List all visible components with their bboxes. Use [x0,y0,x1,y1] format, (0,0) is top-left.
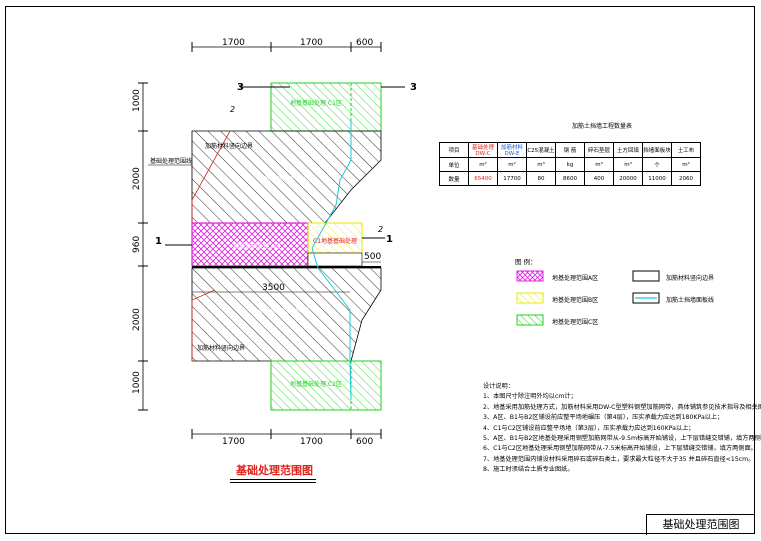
table-cell: 个 [642,157,672,172]
design-notes: 设计说明： 1、本图尺寸除注明外均以cm计； 2、地基采用加筋处理方式，加筋材料… [483,382,761,476]
boundary-line-top [191,130,231,223]
section-3-right: 3 [410,82,417,93]
note-line: 4、C1与C2区铺设前应整平场地（第3层），压实承载力应达到160KPa以上； [483,424,695,432]
section-1-left: 1 [155,236,162,247]
top-dimension: 1700 1700 600 [191,38,382,52]
table-cell: m³ [613,157,643,172]
dim-500: 500 [364,252,381,262]
table-cell: 17700 [497,171,527,186]
zone-b1-label: 地基基础处理 B1区 [258,175,310,183]
table-row: 数量 65400 17700 80 8600 400 20000 11000 2… [439,171,701,186]
note-top-left: 加筋材料竖向边界 [205,142,253,150]
table-cell: kg [555,157,585,172]
note-bottom-left: 加筋材料竖向边界 [197,344,245,352]
zone-c1-label: 地基基础处理 C1区 [290,99,342,107]
table-cell: 8600 [555,171,585,186]
table-cell: m² [497,157,527,172]
dim-top-1: 1700 [222,38,245,48]
dim-bottom-2: 1700 [300,437,323,447]
note-line: 1、本图尺寸除注明外均以cm计； [483,393,577,401]
note-line: 6、C1与C2区地基处理采用钢塑加筋网带从-7.5米标高开始铺设，上下层错缝交错… [483,445,757,453]
dim-left-2: 2000 [132,167,142,190]
section-marks: 3 3 1 1 2 2 [155,82,417,247]
table-row: 单位 m² m² m³ kg m³ m³ 个 m² [439,157,701,172]
table-cell: 单位 [439,157,469,172]
zone-c2-label: 地基基础处理 C2区 [290,380,342,388]
legend-label-b: 地基处理范围B区 [552,297,599,304]
table-cell: 土工布 [671,142,701,158]
table-cell: m² [671,157,701,172]
zone-b2-label: 地基基础处理 B2区 [258,306,310,314]
dim-bottom-1: 1700 [222,437,245,447]
table-cell: 碎石垫层 [584,142,614,158]
table-cell: m³ [584,157,614,172]
table-cell: 400 [584,171,614,186]
dim-left-4: 2000 [132,308,142,331]
legend-label-wall: 加筋土挡墙面板线 [666,297,715,304]
note-line: 7、地基处理范围内铺设材料采用碎石或碎石类土，要求最大粒径不大于35 并且碎石直… [483,455,755,463]
section-2-right: 2 [378,225,383,234]
dim-bottom-3: 600 [356,437,373,447]
dim-3500: 3500 [262,283,285,293]
table-cell: 项目 [439,142,469,158]
title-underline [230,479,316,480]
dim-left-5: 1000 [132,371,142,394]
notes-heading: 设计说明： [483,383,514,390]
zone-c1 [270,82,382,132]
boundary-line-bottom [191,289,216,361]
table-cell: 钢 筋 [555,142,585,158]
dim-left-3: 960 [132,236,142,253]
legend-title: 图 例： [515,258,537,266]
left-dimension: 1000 2000 960 2000 1000 [132,82,148,411]
title-block: 基础处理范围图 [646,514,755,535]
table-cell: 基础处理 DW-C [468,142,498,158]
table-cell: 加筋材料 DW-E [497,142,527,158]
legend-label-boundary: 加筋材料竖向边界 [666,275,715,282]
section-1-right: 1 [386,234,393,245]
dim-top-2: 1700 [300,38,323,48]
title-underline-2 [230,482,316,483]
drawing-frame [5,6,755,534]
zone-c2 [270,360,382,411]
wall-panel-line [311,120,352,401]
section-2-top: 2 [230,105,235,114]
note-line: 8、施工时须结合土质专业图纸。 [483,466,574,474]
quantity-table: 项目 基础处理 DW-C 加筋材料 DW-E C25混凝土 钢 筋 碎石垫层 土… [439,142,701,186]
dim-top-3: 600 [356,38,373,48]
table-cell: 挡墙面板块 [642,142,672,158]
drawing-title: 基础处理范围图 [236,464,313,477]
note-line: 2、地基采用加筋处理方式，加筋材料采用DW-C型塑料钢塑加筋网带，具体铺筑参见技… [483,403,761,411]
table-cell: C25混凝土 [526,142,556,158]
table-cell: 80 [526,171,556,186]
legend-label-c: 地基处理范围C区 [552,319,599,326]
table-cell: 数量 [439,171,469,186]
bottom-dimension: 1700 1700 600 [191,429,382,447]
dim-left-1: 1000 [132,89,142,112]
qty-table-title: 加筋土挡墙工程数量表 [572,123,633,130]
table-cell: 土方回填 [613,142,643,158]
note-line: 3、A区、B1与B2区铺设前应整平场地碾压（第4层），压实承载力应达到180KP… [483,414,724,422]
table-cell: 11000 [642,171,672,186]
table-cell: 20000 [613,171,643,186]
table-cell: m³ [526,157,556,172]
zone-a-label: 地基基础处理 A区 [233,242,281,250]
table-row: 项目 基础处理 DW-C 加筋材料 DW-E C25混凝土 钢 筋 碎石垫层 土… [439,142,701,158]
table-cell: 2060 [671,171,701,186]
table-cell: 65400 [468,171,498,186]
zone-b-small-label: C1地基基础处理 [313,237,357,245]
note-line: 5、A区、B1与B2区地基处理采用钢塑加筋网带从-9.5m标高开始铺设，上下层错… [483,435,761,443]
note-left: 基础处理范围线 [150,157,192,165]
zone-b-small [307,222,363,254]
legend-label-a: 地基处理范围A区 [552,275,599,282]
section-3-left: 3 [237,82,244,93]
table-cell: m² [468,157,498,172]
